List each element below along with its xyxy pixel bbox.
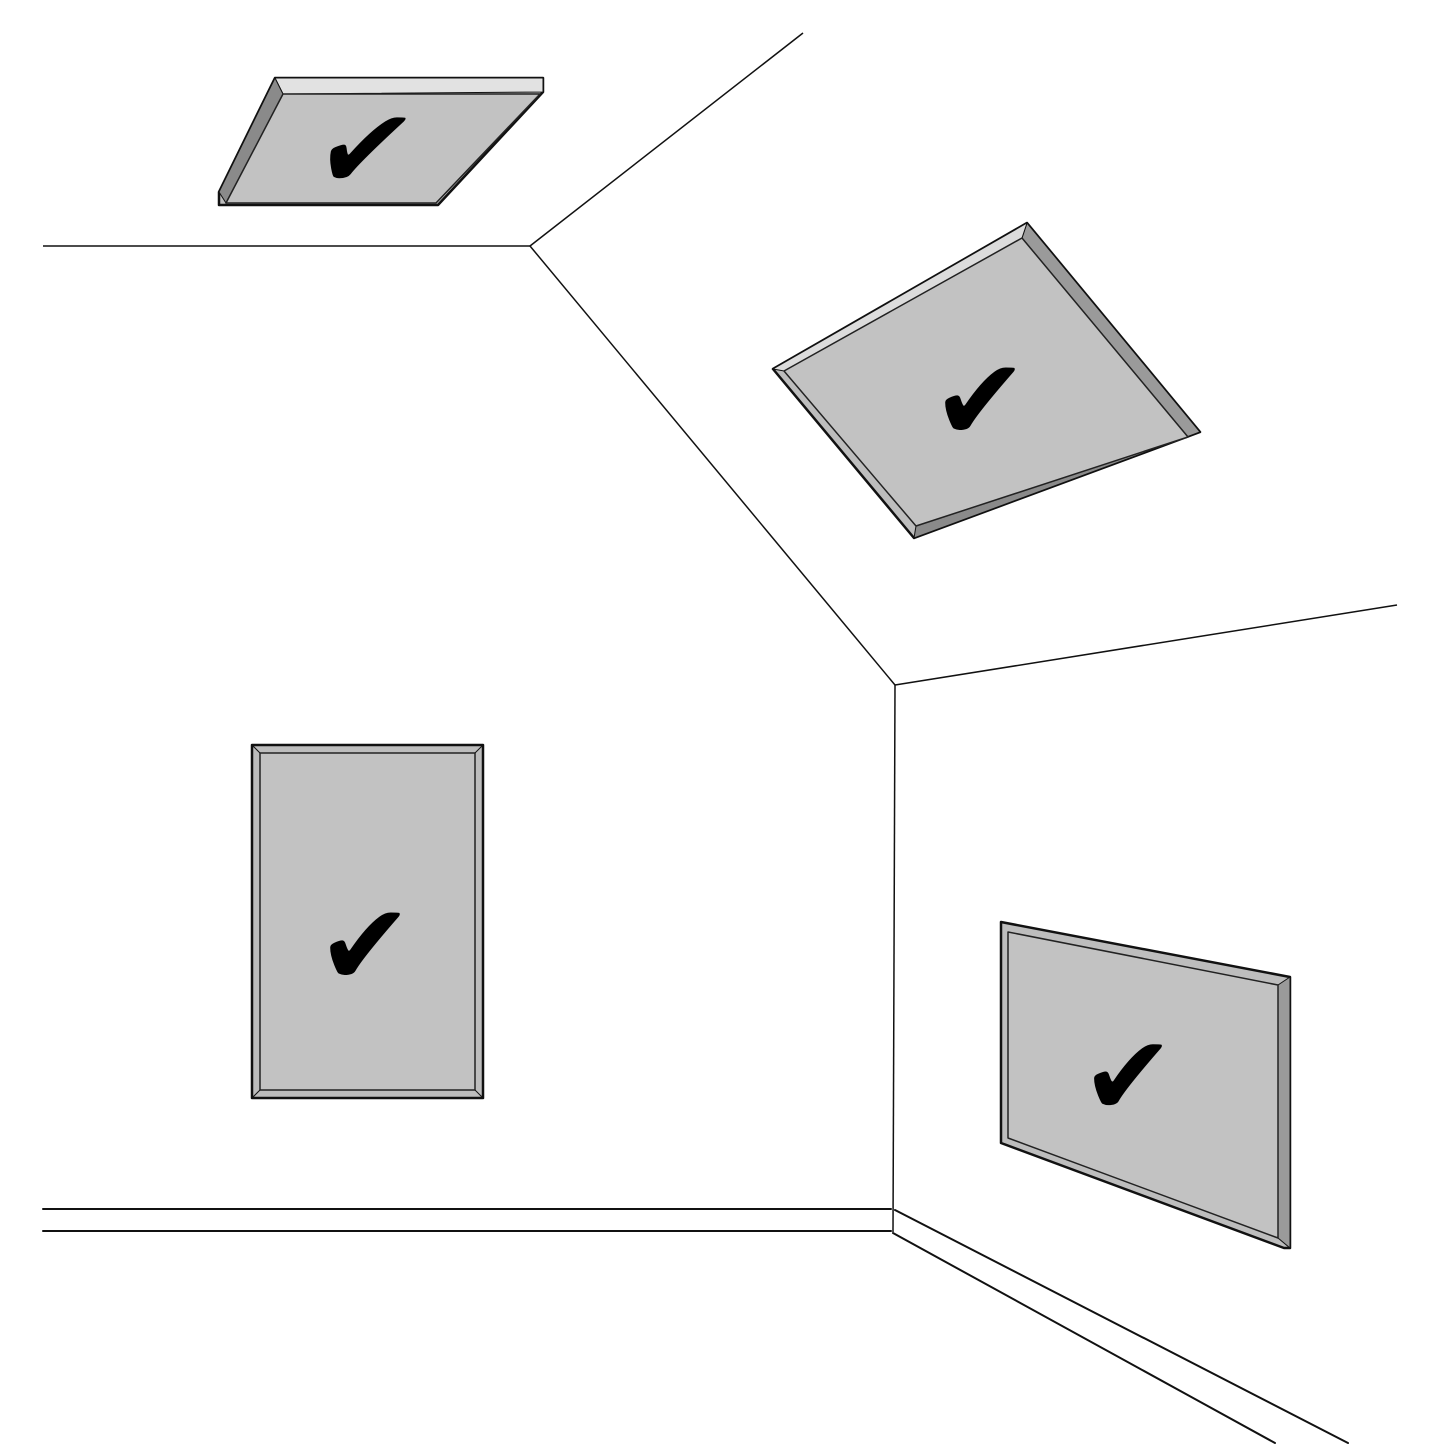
checkmark-icon: ✔ <box>932 334 1028 468</box>
checkmark-icon: ✔ <box>317 879 413 1013</box>
right-ceiling-edge <box>894 604 1398 686</box>
panel-frame-corner <box>474 744 484 754</box>
room-edges <box>42 32 1398 1444</box>
vertical-corner-edge <box>892 684 896 1233</box>
right-wall-panel: ✔ <box>999 920 1292 1250</box>
panel-frame-corner <box>251 1089 261 1099</box>
panel-frame-right-bevel <box>1277 976 1291 1250</box>
left-wall-panel: ✔ <box>250 743 485 1100</box>
wall-ceiling-corner-edge <box>529 245 896 686</box>
panel-face <box>225 93 541 204</box>
panel-frame-corner <box>251 744 261 754</box>
panel-face <box>1007 931 1279 1239</box>
ceiling-left-panel: ✔ <box>217 76 545 215</box>
panel-frame-corner <box>474 1089 484 1099</box>
ceiling-right-panel: ✔ <box>771 221 1202 540</box>
right-baseboard-bottom <box>892 1232 1276 1444</box>
ceiling-diagonal-edge <box>529 32 804 247</box>
panel-face <box>259 752 476 1091</box>
checkmark-icon: ✔ <box>1081 1012 1175 1142</box>
right-baseboard-top <box>894 1209 1349 1444</box>
panel-face <box>783 237 1189 527</box>
